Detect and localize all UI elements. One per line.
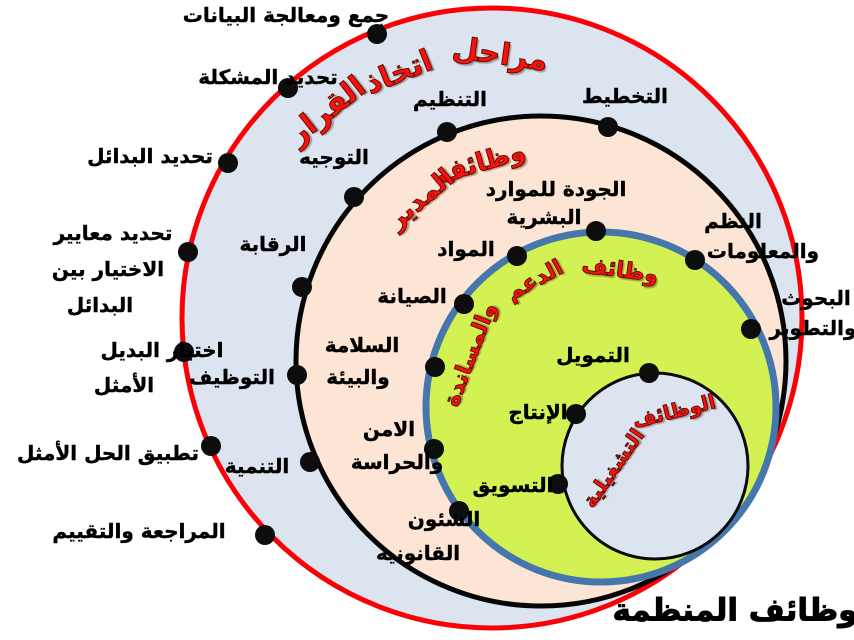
label-support-functions: البشرية: [506, 205, 582, 229]
label-operational-functions: التسويق: [472, 473, 554, 497]
label-support-functions: المواد: [437, 237, 495, 261]
dot-manager-functions: [437, 122, 457, 142]
label-decision-stages: تحديد معايير: [53, 221, 173, 245]
dot-operational-functions: [548, 474, 568, 494]
label-support-functions: والمعلومات: [706, 239, 820, 263]
label-decision-stages: تحديد البدائل: [87, 144, 213, 168]
label-support-functions: والتطوير: [769, 316, 854, 340]
label-decision-stages: جمع ومعالجة البيانات: [182, 3, 390, 27]
label-manager-functions: التوجيه: [299, 145, 369, 169]
label-decision-stages: المراجعة والتقييم: [52, 519, 226, 543]
dot-support-functions: [685, 250, 705, 270]
label-support-functions: القانونيه: [375, 541, 461, 565]
dot-manager-functions: [598, 117, 618, 137]
dot-manager-functions: [300, 452, 320, 472]
label-support-functions: السلامة: [324, 333, 400, 357]
label-decision-stages: تحديد المشكلة: [198, 65, 338, 89]
label-decision-stages: تطبيق الحل الأمثل: [16, 441, 200, 465]
dot-support-functions: [449, 501, 469, 521]
dot-support-functions: [507, 246, 527, 266]
label-support-functions: الجودة للموارد: [485, 177, 627, 201]
dot-decision-stages: [178, 242, 198, 262]
label-support-functions: الشئون: [407, 507, 481, 531]
label-decision-stages: اختيار البديل: [100, 338, 224, 362]
dot-operational-functions: [566, 404, 586, 424]
dot-support-functions: [741, 319, 761, 339]
label-decision-stages: الأمثل: [93, 373, 155, 397]
dot-decision-stages: [278, 78, 298, 98]
label-support-functions: النظم: [704, 209, 762, 233]
dot-manager-functions: [292, 277, 312, 297]
label-manager-functions: الرقابة: [239, 232, 307, 256]
dot-operational-functions: [639, 363, 659, 383]
dot-support-functions: [425, 357, 445, 377]
dot-support-functions: [424, 439, 444, 459]
label-manager-functions: التنمية: [224, 454, 290, 478]
dot-decision-stages: [255, 525, 275, 545]
dot-decision-stages: [174, 342, 194, 362]
dot-manager-functions: [287, 365, 307, 385]
label-manager-functions: التخطيط: [581, 84, 669, 108]
organization-functions-title: وظائف المنظمة: [612, 592, 854, 629]
label-operational-functions: الإنتاج: [508, 400, 568, 424]
label-support-functions: والحراسة: [350, 450, 444, 474]
label-support-functions: الامن: [362, 417, 416, 441]
dot-support-functions: [454, 294, 474, 314]
dot-support-functions: [586, 221, 606, 241]
dot-manager-functions: [344, 187, 364, 207]
label-manager-functions: التنظيم: [412, 87, 488, 111]
label-support-functions: الصيانة: [377, 284, 447, 308]
label-support-functions: البحوث: [781, 286, 851, 310]
label-manager-functions: التوظيف: [189, 365, 275, 389]
label-decision-stages: الاختيار بين: [51, 257, 165, 281]
dot-decision-stages: [201, 436, 221, 456]
label-support-functions: والبيئة: [326, 365, 390, 389]
dot-decision-stages: [367, 24, 387, 44]
label-decision-stages: البدائل: [66, 293, 134, 317]
dot-decision-stages: [218, 153, 238, 173]
circle-operational-functions: [560, 371, 750, 561]
label-operational-functions: التمويل: [556, 343, 630, 367]
